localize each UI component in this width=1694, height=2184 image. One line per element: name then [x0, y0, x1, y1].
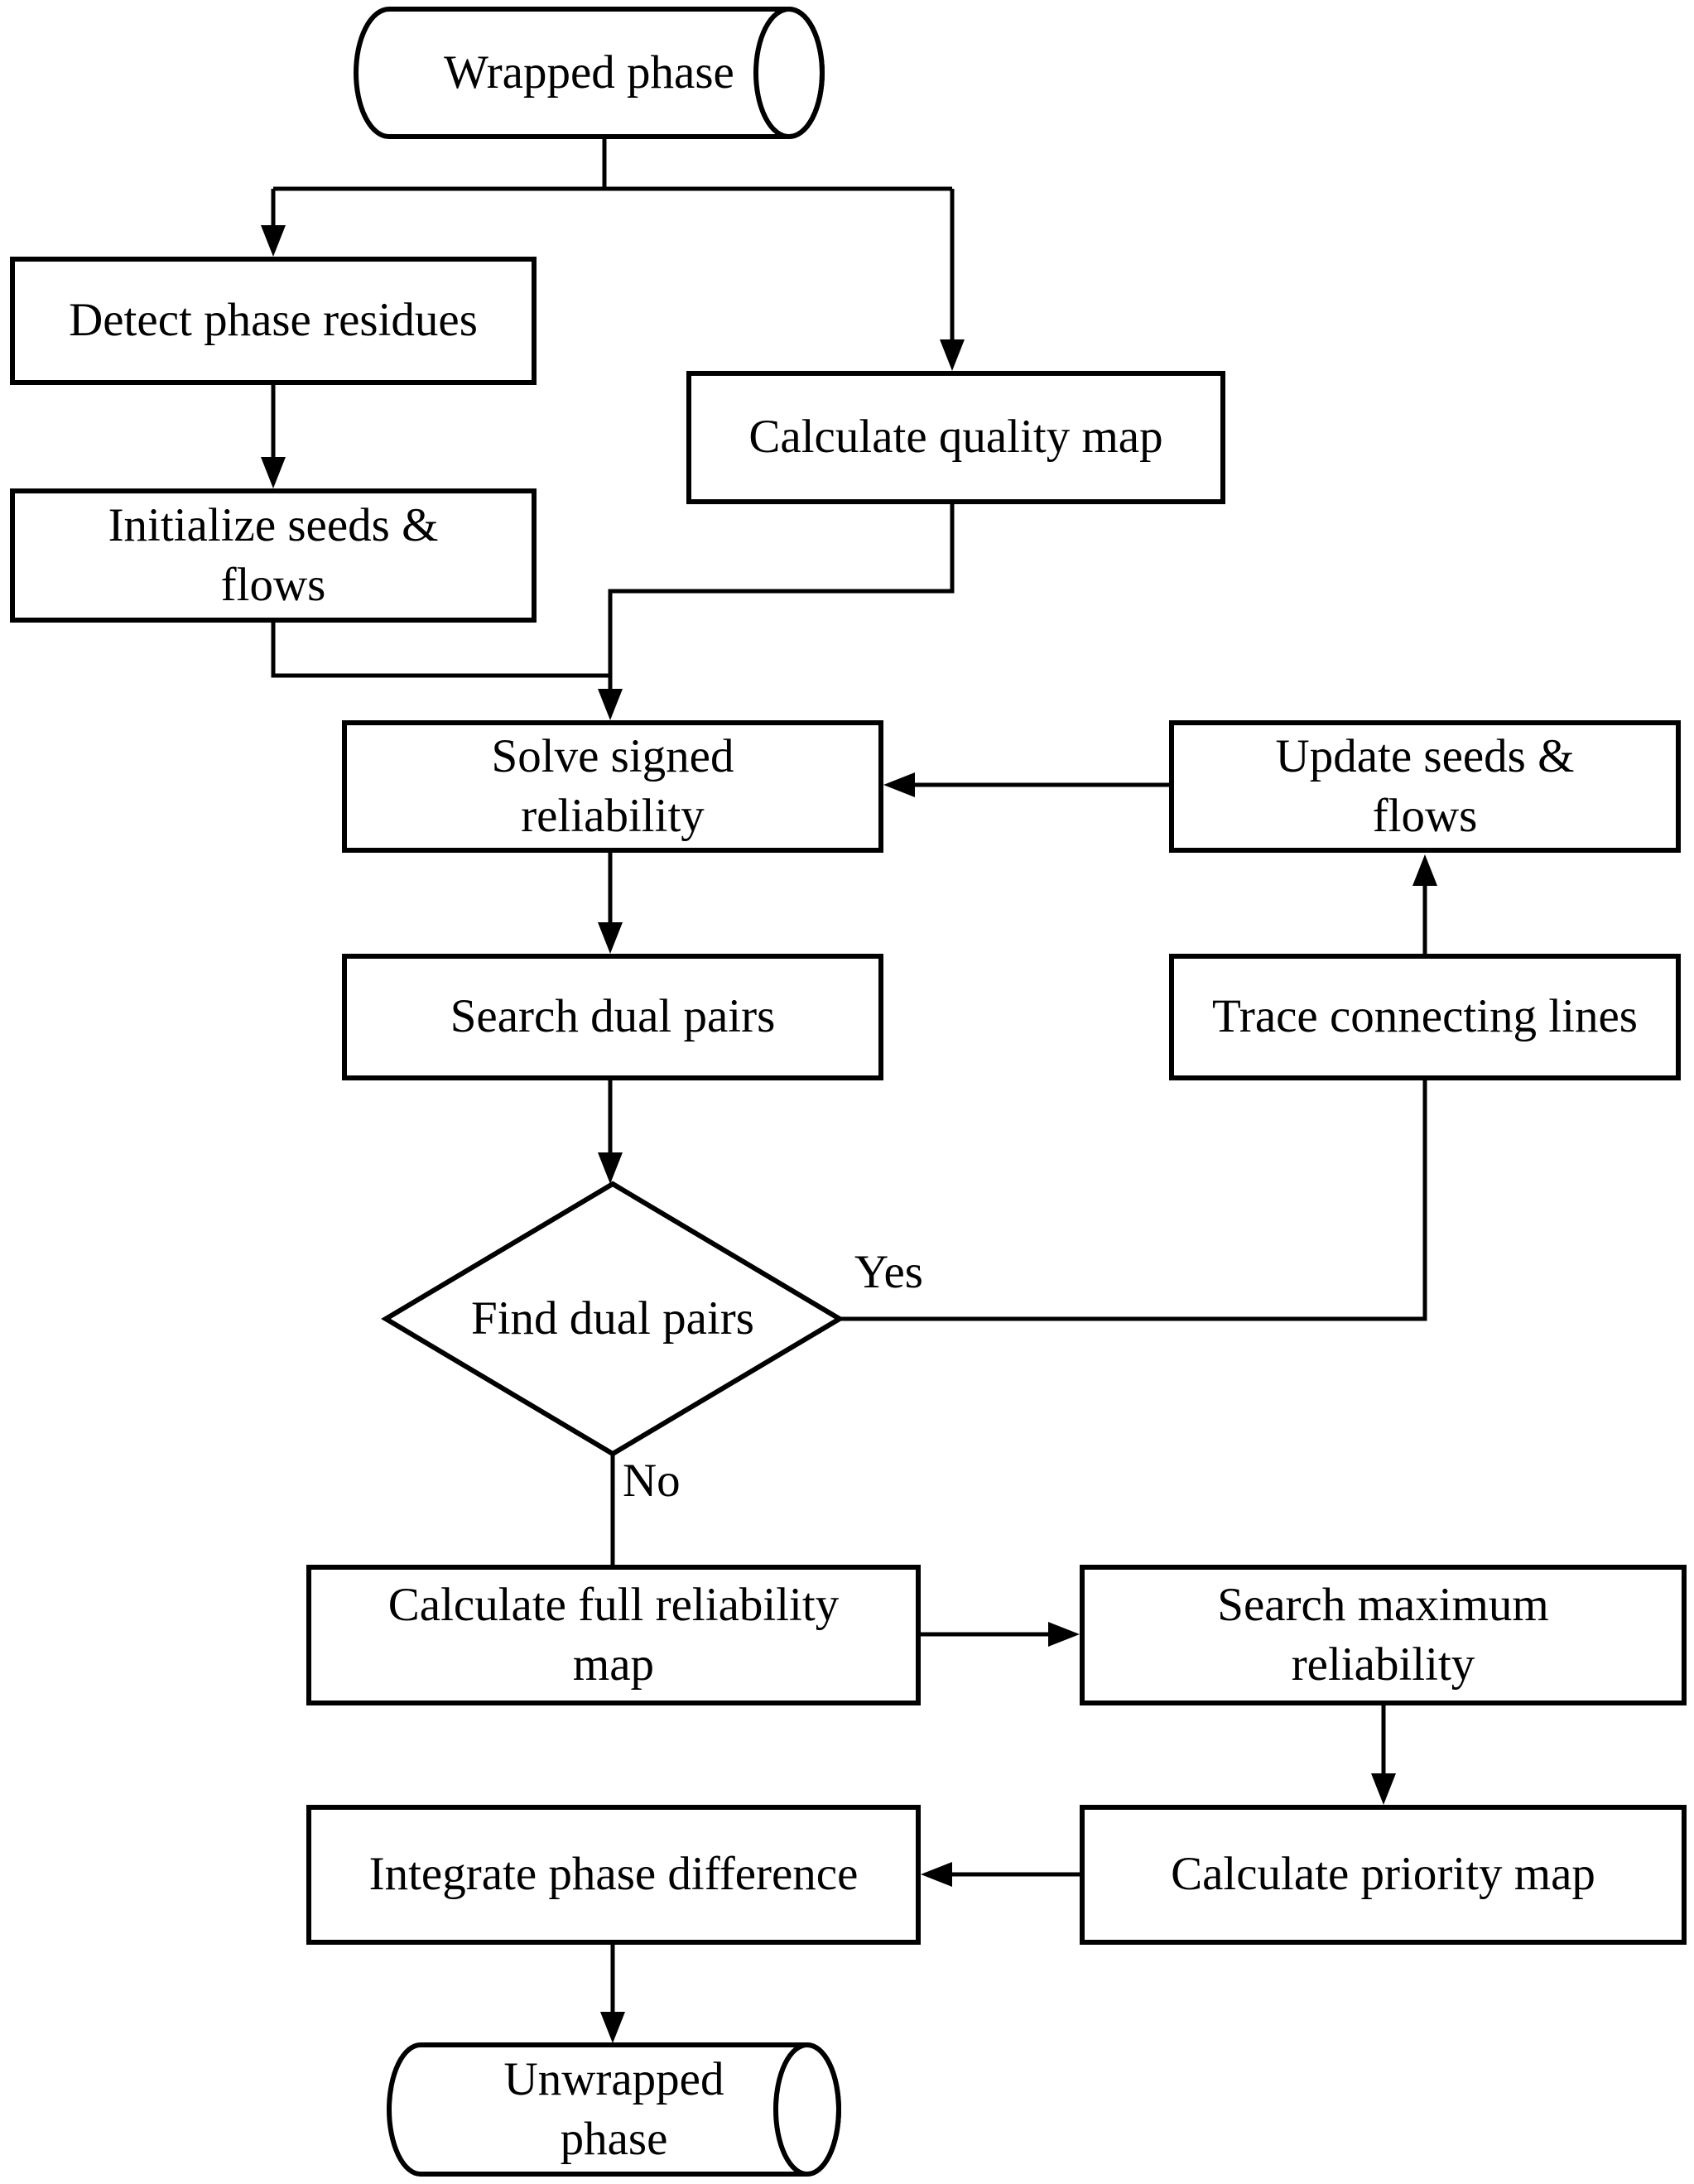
node-search-dual-pairs: Search dual pairs	[342, 954, 883, 1080]
node-label: Calculate full reliability map	[387, 1578, 840, 1691]
arrowhead-initialize	[261, 457, 286, 488]
arrowhead-solve-right	[883, 772, 915, 797]
node-find-dual-pairs-label: Find dual pairs	[471, 1292, 754, 1345]
arrowhead-searchmax	[1048, 1622, 1080, 1647]
node-label: Detect phase residues	[69, 294, 478, 347]
edge-label-yes: Yes	[854, 1246, 923, 1298]
node-unwrapped-phase-label: Unwrapped phase	[503, 2052, 724, 2165]
node-update-seeds-flows: Update seeds & flows	[1169, 720, 1681, 853]
node-wrapped-phase-label: Wrapped phase	[444, 46, 734, 99]
edge-label-no: No	[623, 1455, 681, 1507]
node-unwrapped-phase-shape	[387, 2042, 841, 2177]
node-trace-connecting-lines: Trace connecting lines	[1169, 954, 1681, 1080]
arrowhead-detect	[261, 225, 286, 257]
edge-initialize-junction	[271, 623, 610, 678]
node-label: Search maximum reliability	[1217, 1578, 1549, 1691]
arrowhead-unwrapped	[600, 2012, 625, 2043]
arrowhead-searchdual	[598, 922, 623, 954]
node-label: Update seeds & flows	[1275, 729, 1575, 842]
node-search-maximum-reliability: Search maximum reliability	[1080, 1565, 1687, 1705]
arrowhead-solve-top	[598, 689, 623, 720]
node-label: Calculate priority map	[1171, 1848, 1595, 1901]
node-integrate-phase-difference: Integrate phase difference	[306, 1805, 921, 1945]
node-detect-phase-residues: Detect phase residues	[10, 257, 537, 385]
edge-quality-solve	[608, 504, 955, 692]
node-label: Trace connecting lines	[1212, 990, 1638, 1043]
node-label: Search dual pairs	[450, 990, 776, 1043]
arrowhead-find	[598, 1152, 623, 1184]
node-solve-signed-reliability: Solve signed reliability	[342, 720, 883, 853]
node-label: Integrate phase difference	[368, 1848, 859, 1901]
node-initialize-seeds-flows: Initialize seeds & flows	[10, 488, 537, 623]
node-label: Initialize seeds & flows	[108, 498, 439, 611]
node-calculate-quality-map: Calculate quality map	[686, 371, 1225, 504]
node-label: Solve signed reliability	[491, 729, 734, 842]
node-label: Calculate quality map	[748, 411, 1163, 464]
node-calculate-priority-map: Calculate priority map	[1080, 1805, 1687, 1945]
arrowhead-integrate	[921, 1862, 952, 1887]
arrowhead-quality	[940, 339, 965, 371]
arrowhead-update	[1412, 854, 1437, 886]
arrowhead-priority	[1371, 1773, 1396, 1805]
node-find-dual-pairs-shape	[381, 1181, 845, 1457]
edge-find-trace-yes	[840, 1080, 1427, 1321]
node-calculate-full-reliability-map: Calculate full reliability map	[306, 1565, 921, 1705]
node-wrapped-phase-shape	[354, 7, 825, 139]
